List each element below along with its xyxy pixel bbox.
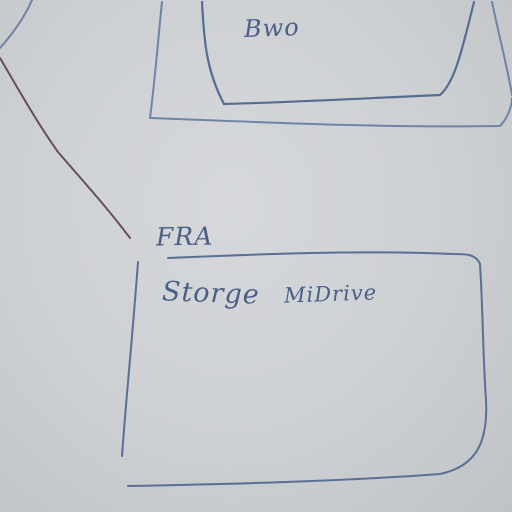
- top-outer-box-outline: [148, 1, 512, 128]
- connector-line: [0, 57, 131, 239]
- top-left-stroke: [0, 0, 33, 49]
- storage-box-outline: [121, 251, 488, 487]
- site-label: FRA: [155, 221, 214, 252]
- top-box-label: Bwo: [243, 13, 301, 43]
- storage-model-label: MiDrive: [283, 280, 378, 308]
- storage-label: Storge: [161, 276, 261, 311]
- top-inner-box-outline: [200, 0, 476, 106]
